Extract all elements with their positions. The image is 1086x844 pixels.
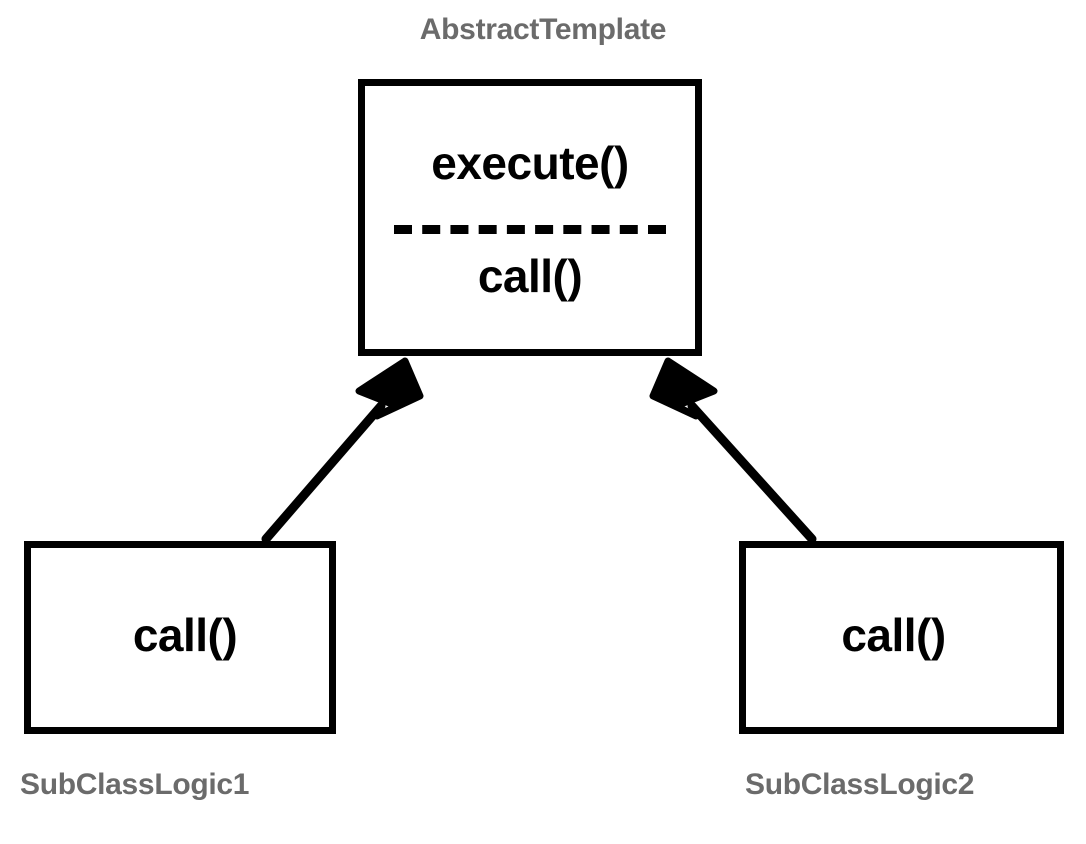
class-box-subclass-logic-1[interactable] — [24, 541, 336, 734]
class-box-abstract-template[interactable] — [358, 79, 702, 356]
member-execute: execute() — [431, 137, 629, 189]
member-call-abstract-template: call() — [477, 250, 583, 302]
generalization-arrow-subclass-2 — [649, 357, 817, 544]
generalization-arrow-subclass-1 — [261, 357, 424, 544]
member-call-subclass-logic-1: call() — [132, 609, 238, 661]
class-label-subclass-logic-1: SubClassLogic1 — [20, 768, 250, 801]
class-label-abstract-template: AbstractTemplate — [419, 13, 667, 46]
class-label-subclass-logic-2: SubClassLogic2 — [745, 768, 975, 801]
member-separator-dashed — [394, 225, 666, 234]
class-box-subclass-logic-2[interactable] — [739, 541, 1064, 734]
member-call-subclass-logic-2: call() — [841, 609, 946, 661]
